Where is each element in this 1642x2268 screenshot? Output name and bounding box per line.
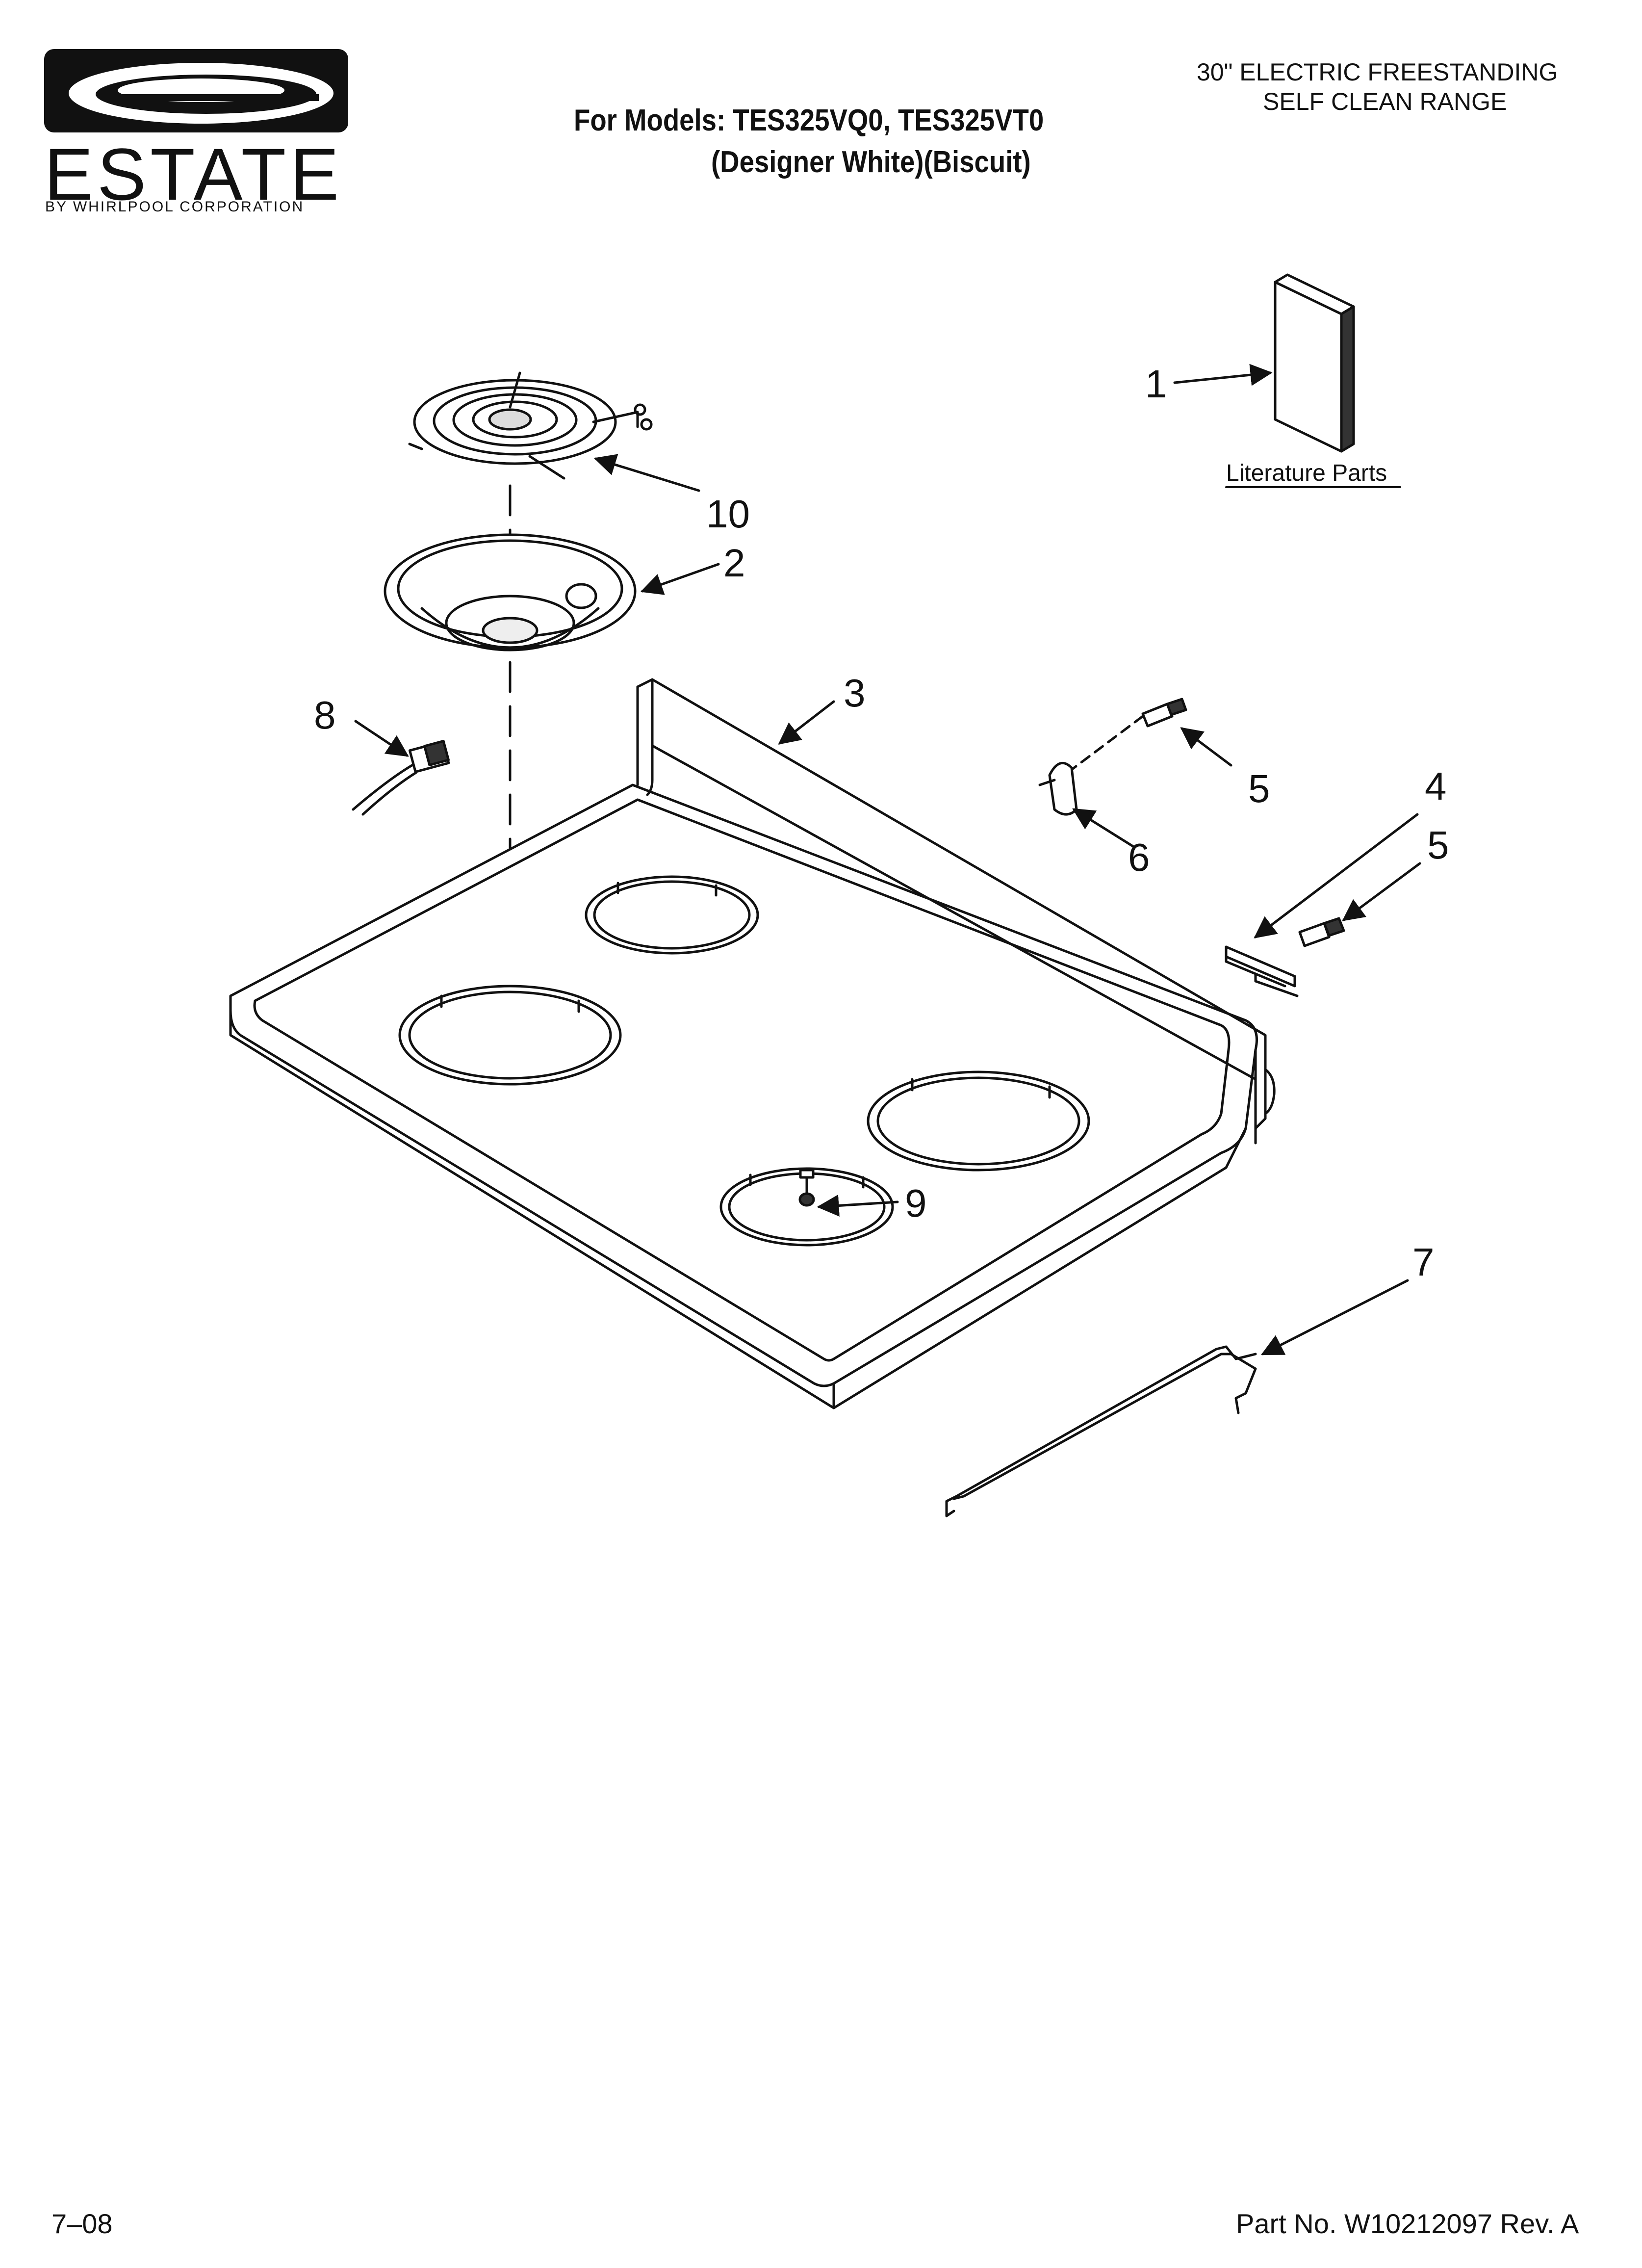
callout-2: 2 [723,541,745,585]
literature-parts-label: Literature Parts [1226,460,1387,486]
literature-book [1274,273,1355,453]
footer-part-number: Part No. W10212097 Rev. A [1236,2208,1579,2239]
callout-10: 10 [706,492,750,536]
wire-terminal-block [352,740,450,816]
callout-8: 8 [314,693,336,737]
estate-logo-icon [44,49,348,132]
models-title: For Models: TES325VQ0, TES325VT0 [574,104,1044,137]
callout-1: 1 [1145,362,1167,406]
brand-subtitle: BY WHIRLPOOL CORPORATION [45,199,305,215]
callout-6: 6 [1128,835,1150,879]
product-line-2: SELF CLEAN RANGE [1263,88,1507,115]
callout-5-upper: 5 [1248,767,1270,810]
callout-4: 4 [1425,764,1447,808]
models-variants: (Designer White)(Biscuit) [711,145,1031,179]
screw-and-clip-upper [1038,698,1187,816]
callout-9: 9 [905,1181,927,1225]
cooktop-main [229,678,1276,1409]
brand-name: ESTATE [44,133,343,215]
callout-5-lower: 5 [1427,823,1449,867]
bracket-and-screw-right [1225,917,1345,997]
drip-bowl [384,533,637,652]
surface-element-coil [408,371,653,480]
product-line-1: 30" ELECTRIC FREESTANDING [1197,58,1558,86]
callout-3: 3 [844,671,866,715]
support-rod [945,1345,1257,1517]
footer-date: 7–08 [51,2208,113,2239]
callout-7: 7 [1412,1240,1435,1284]
